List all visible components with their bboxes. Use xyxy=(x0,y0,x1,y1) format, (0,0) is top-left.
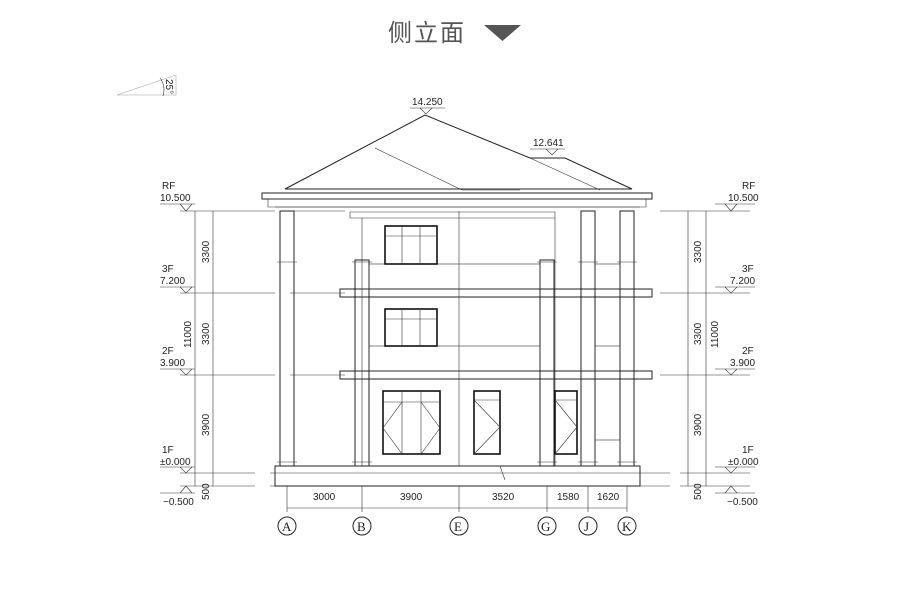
svg-text:±0.000: ±0.000 xyxy=(160,457,191,468)
svg-text:7.200: 7.200 xyxy=(730,276,755,287)
svg-text:1F: 1F xyxy=(162,445,174,456)
svg-text:3300: 3300 xyxy=(693,240,704,263)
grid-axes: A B E G J K xyxy=(277,516,637,536)
roof-slope-label: 25° xyxy=(163,79,174,94)
level-lines xyxy=(180,210,750,487)
balconies xyxy=(368,263,621,467)
left-level-labels: RF 10.500 3F 7.200 2F 3.900 1F ±0.000 −0… xyxy=(160,181,195,508)
svg-text:3F: 3F xyxy=(742,264,754,275)
svg-text:3300: 3300 xyxy=(201,322,212,345)
svg-text:3900: 3900 xyxy=(693,413,704,436)
svg-text:11000: 11000 xyxy=(710,320,721,348)
drawing-title: 侧立面 xyxy=(388,19,466,47)
svg-text:3000: 3000 xyxy=(313,492,336,503)
ridge-elevation-secondary: 12.641 xyxy=(533,138,564,149)
svg-text:1580: 1580 xyxy=(557,492,580,503)
horizontal-dimensions: 3000 3900 3520 1580 1620 xyxy=(286,486,628,512)
grid-axis-e: E xyxy=(454,519,462,534)
svg-text:10.500: 10.500 xyxy=(160,193,191,204)
windows xyxy=(382,211,578,481)
right-vertical-dimensions: 3300 3300 3900 500 11000 xyxy=(687,211,721,500)
svg-text:3.900: 3.900 xyxy=(730,358,755,369)
svg-text:3520: 3520 xyxy=(492,492,515,503)
svg-text:RF: RF xyxy=(742,181,755,192)
columns xyxy=(277,210,637,467)
roof-slope-symbol: 25° xyxy=(116,74,177,97)
svg-text:500: 500 xyxy=(201,483,212,500)
grid-axis-j: J xyxy=(584,519,589,534)
svg-text:500: 500 xyxy=(693,483,704,500)
svg-text:3900: 3900 xyxy=(400,492,423,503)
svg-text:3.900: 3.900 xyxy=(160,358,185,369)
svg-text:2F: 2F xyxy=(162,346,174,357)
left-vertical-dimensions: 3300 3300 3900 500 11000 xyxy=(183,211,214,500)
svg-text:10.500: 10.500 xyxy=(728,193,759,204)
svg-text:±0.000: ±0.000 xyxy=(728,457,759,468)
roof: 14.250 12.641 xyxy=(261,97,653,219)
right-level-labels: RF 10.500 3F 7.200 2F 3.900 1F ±0.000 −0… xyxy=(715,181,759,508)
svg-text:1F: 1F xyxy=(742,445,754,456)
grid-axis-b: B xyxy=(357,519,366,534)
svg-text:−0.500: −0.500 xyxy=(163,497,194,508)
svg-text:2F: 2F xyxy=(742,346,754,357)
svg-text:3F: 3F xyxy=(162,264,174,275)
ridge-elevation-main: 14.250 xyxy=(412,97,443,108)
svg-text:11000: 11000 xyxy=(183,320,194,348)
grid-axis-a: A xyxy=(282,519,292,534)
grid-axis-g: G xyxy=(541,519,550,534)
svg-text:7.200: 7.200 xyxy=(160,276,185,287)
svg-text:3900: 3900 xyxy=(201,413,212,436)
title-triangle-icon xyxy=(484,25,521,41)
svg-text:RF: RF xyxy=(162,181,175,192)
svg-text:−0.500: −0.500 xyxy=(727,497,758,508)
svg-text:3300: 3300 xyxy=(693,322,704,345)
svg-text:1620: 1620 xyxy=(597,492,620,503)
grid-axis-k: K xyxy=(622,519,632,534)
svg-text:3300: 3300 xyxy=(201,240,212,263)
